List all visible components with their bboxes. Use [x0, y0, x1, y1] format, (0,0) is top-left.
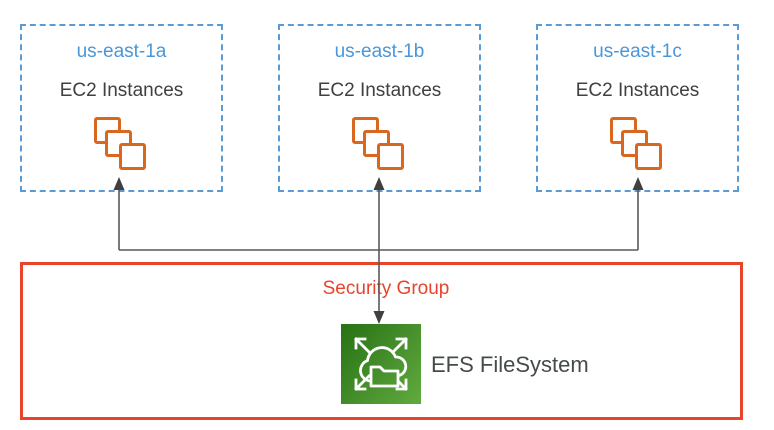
- security-group-box: [20, 262, 743, 420]
- cloud-outline: [359, 346, 408, 383]
- ec2-instances-stack-icon: [352, 116, 407, 173]
- zone-box-us-east-1b: us-east-1b EC2 Instances: [278, 24, 481, 192]
- ec2-square-icon: [635, 142, 662, 170]
- expand-arrow-top-left: [354, 337, 371, 354]
- zone-label: us-east-1a: [76, 41, 167, 62]
- ec2-instances-stack-icon: [610, 116, 665, 173]
- expand-arrow-bottom-left: [354, 374, 371, 391]
- ec2-instances-stack-icon: [94, 116, 149, 173]
- zone-label: us-east-1b: [334, 41, 425, 62]
- efs-filesystem-label: EFS FileSystem: [431, 352, 589, 377]
- efs-filesystem-icon: [341, 324, 421, 404]
- security-group-label: Security Group: [322, 278, 450, 299]
- expand-arrow-top-right: [391, 337, 408, 354]
- zone-box-us-east-1c: us-east-1c EC2 Instances: [536, 24, 739, 192]
- efs-icon-background: [341, 324, 421, 404]
- ec2-instances-label: EC2 Instances: [59, 79, 184, 101]
- ec2-square-icon: [119, 142, 146, 170]
- ec2-instances-label: EC2 Instances: [317, 79, 442, 101]
- folder-shape: [369, 365, 400, 388]
- ec2-square-icon: [377, 142, 404, 170]
- ec2-instances-label: EC2 Instances: [575, 79, 700, 101]
- zone-box-us-east-1a: us-east-1a EC2 Instances: [20, 24, 223, 192]
- zone-label: us-east-1c: [593, 41, 682, 62]
